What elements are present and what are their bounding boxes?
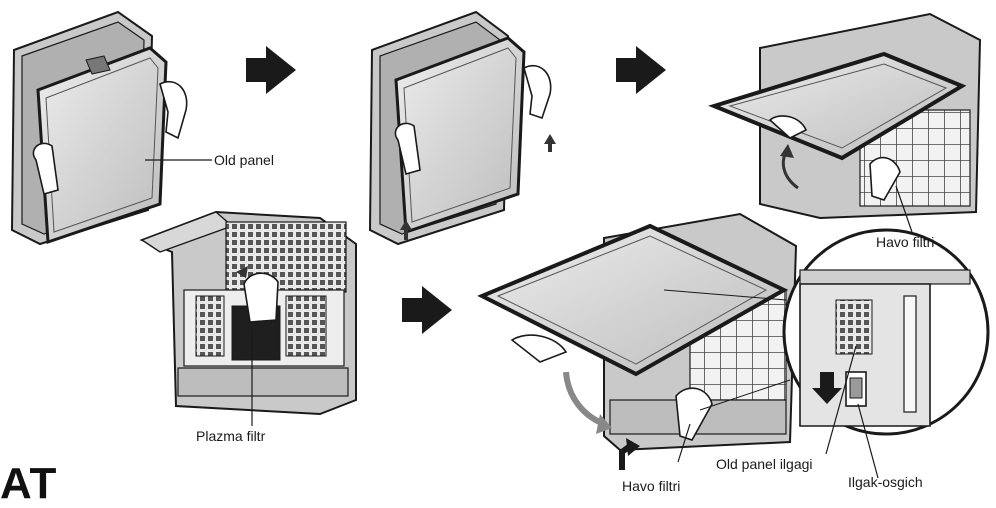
step-1-illustration bbox=[12, 12, 212, 244]
step-2-illustration bbox=[370, 12, 556, 244]
right-arrow-icon bbox=[402, 286, 452, 334]
step-3-illustration bbox=[714, 14, 980, 232]
label-havo-filtri-top: Havo filtri bbox=[876, 234, 934, 250]
label-plazma-filtr: Plazma filtr bbox=[196, 428, 265, 444]
right-arrow-icon bbox=[246, 46, 296, 94]
hand-icon bbox=[524, 66, 551, 118]
up-arrow-icon bbox=[544, 134, 556, 152]
label-havo-filtri-bottom: Havo filtri bbox=[622, 478, 680, 494]
label-old-panel-ilgagi: Old panel ilgagi bbox=[716, 456, 813, 472]
step-5-illustration bbox=[482, 214, 796, 470]
right-arrow-icon bbox=[616, 46, 666, 94]
partial-heading: AT bbox=[0, 462, 57, 506]
curved-arrow-icon bbox=[566, 372, 604, 424]
hand-icon bbox=[512, 335, 566, 362]
step-4-illustration bbox=[142, 212, 356, 426]
hand-icon bbox=[244, 273, 278, 322]
label-old-panel: Old panel bbox=[214, 152, 274, 168]
label-ilgak-osgich: Ilgak-osgich bbox=[848, 474, 923, 490]
